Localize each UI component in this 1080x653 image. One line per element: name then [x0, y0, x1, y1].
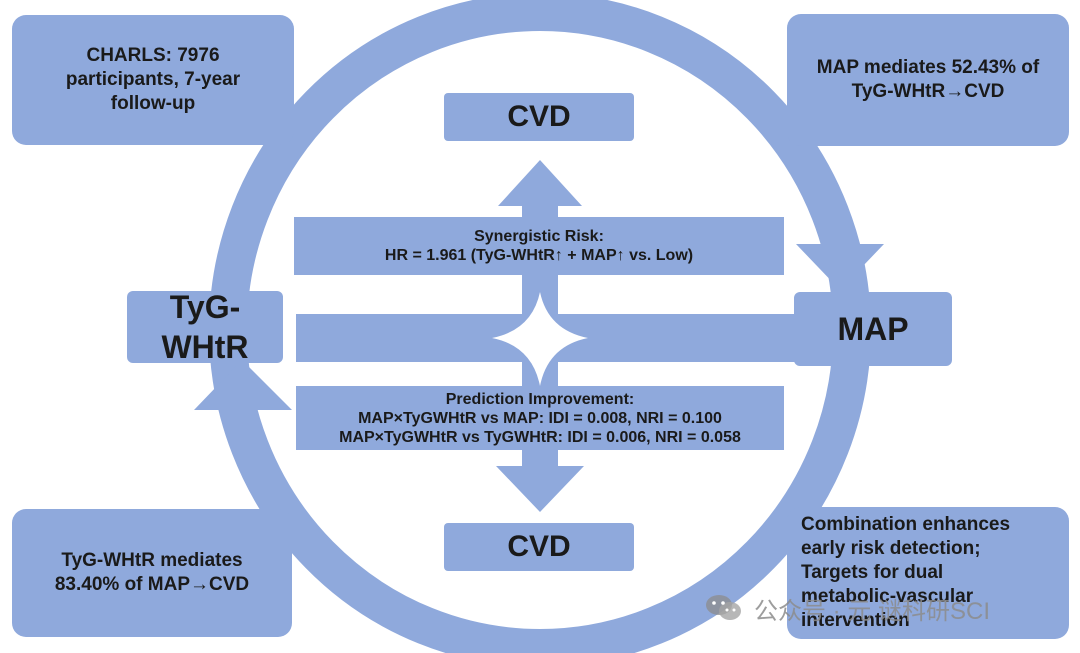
cvd-box-bottom: CVD [444, 523, 634, 571]
ring-arrowhead-right [796, 244, 884, 290]
watermark: 公众号 · 元 谜科研SCI [704, 590, 990, 626]
central-star-shape [492, 292, 588, 386]
box-top-right-map-mediation: MAP mediates 52.43% of TyG-WHtR→CVD [787, 14, 1069, 146]
wechat-icon [706, 595, 741, 620]
synergistic-risk-title: Synergistic Risk: [474, 228, 604, 245]
arrow-down-to-cvd [496, 466, 584, 512]
synergistic-risk-banner: Synergistic Risk: HR = 1.961 (TyG-WHtR↑ … [294, 217, 784, 275]
prediction-line-1: MAP×TyGWHtR vs MAP: IDI = 0.008, NRI = 0… [358, 409, 722, 427]
arrow-up-to-cvd [498, 160, 582, 206]
node-map: MAP [794, 292, 952, 366]
node-tyg-whtr: TyG- WHtR [127, 289, 283, 365]
box-bottom-left-tyg-mediation: TyG-WHtR mediates 83.40% of MAP→CVD [12, 509, 292, 637]
ring-arrowhead-left [194, 360, 292, 410]
prediction-improvement-title: Prediction Improvement: [445, 390, 635, 408]
synergistic-risk-text: HR = 1.961 (TyG-WHtR↑ + MAP↑ vs. Low) [384, 247, 694, 264]
prediction-improvement-banner: Prediction Improvement: MAP×TyGWHtR vs M… [296, 386, 784, 450]
box-bottom-right-combination: Combination enhances early risk detectio… [787, 507, 1069, 639]
prediction-line-2: MAP×TyGWHtR vs TyGWHtR: IDI = 0.006, NRI… [339, 428, 741, 446]
watermark-text: 公众号 · 元 谜科研SCI [754, 597, 991, 625]
box-top-left-charls: CHARLS: 7976 participants, 7-year follow… [12, 15, 294, 145]
cvd-box-top: CVD [444, 93, 634, 141]
